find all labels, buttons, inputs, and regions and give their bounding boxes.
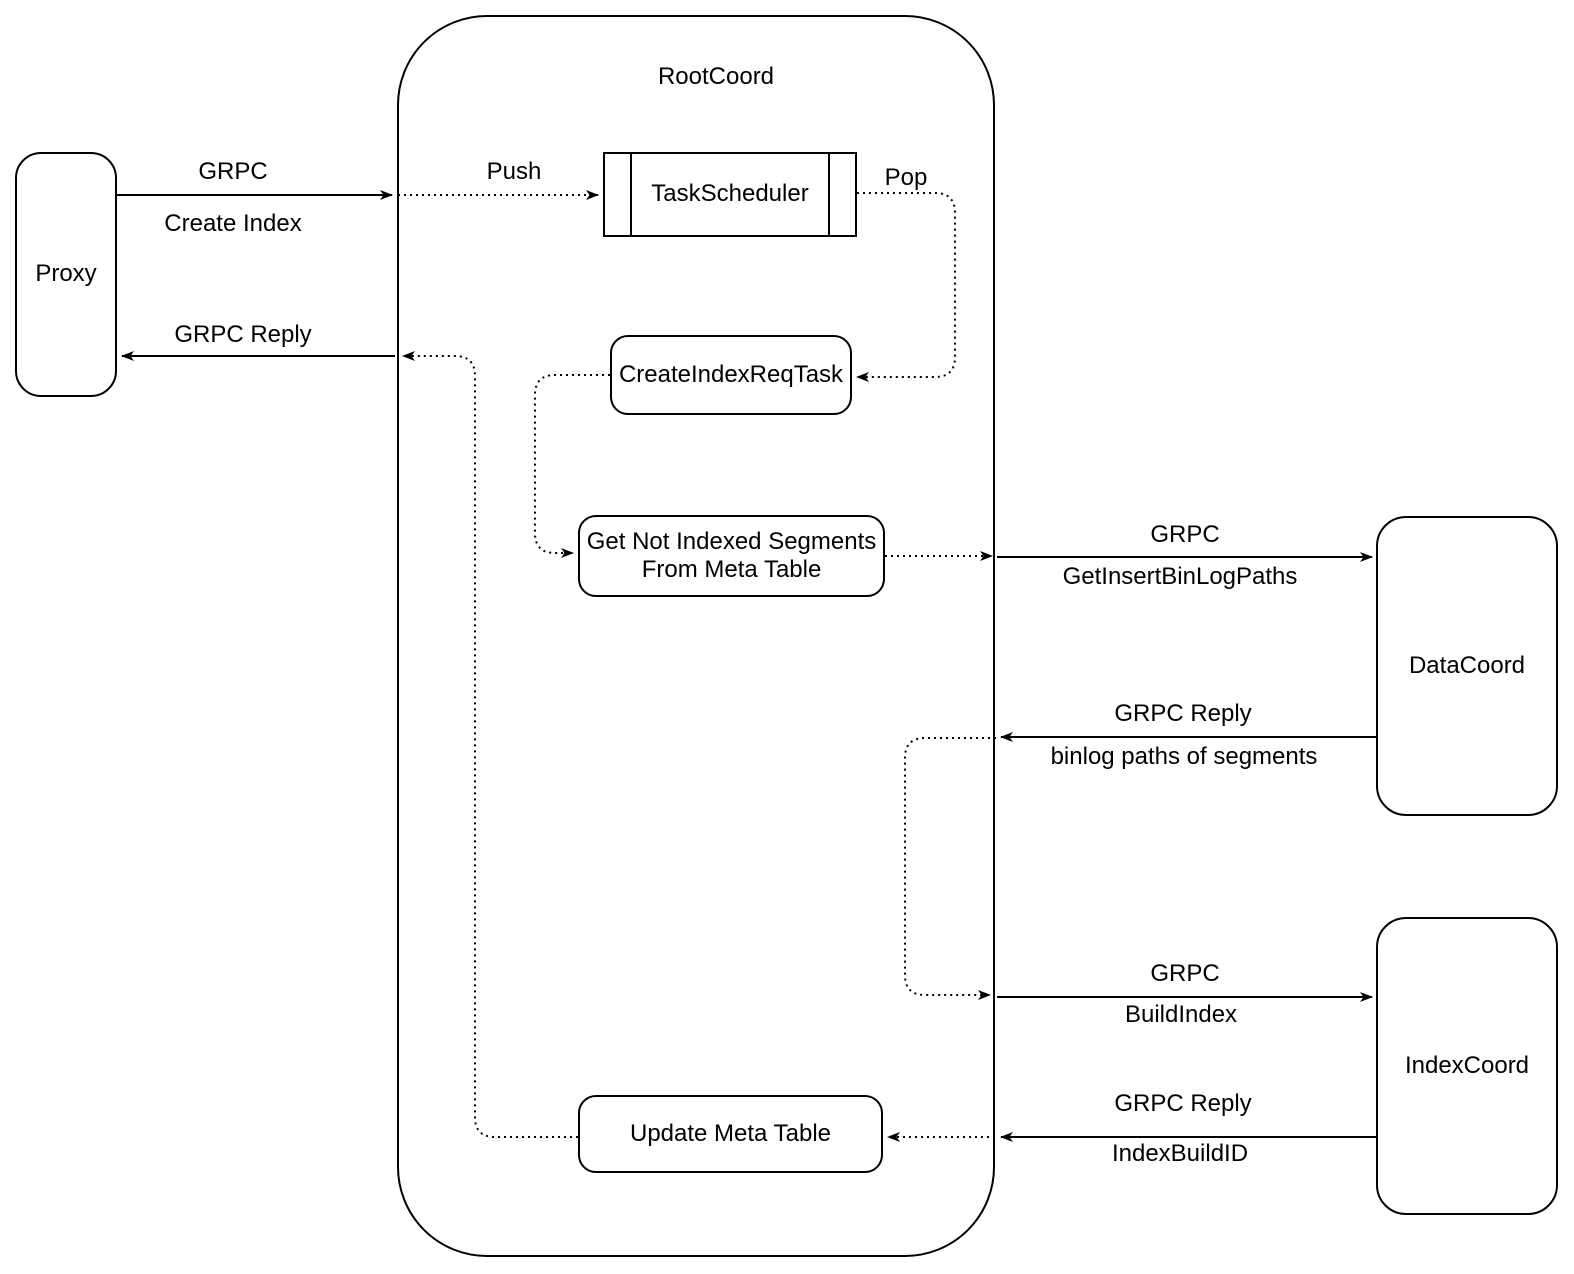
indexcoord-node: IndexCoord (1376, 917, 1558, 1215)
datacoord-node: DataCoord (1376, 516, 1558, 816)
label-grpc-reply-binlog-1: GRPC Reply (1114, 700, 1252, 728)
rootcoord-container (397, 15, 995, 1257)
label-grpc-reply-index-build-1: GRPC Reply (1114, 1090, 1252, 1118)
task-scheduler-node: TaskScheduler (603, 152, 857, 237)
label-grpc-create-index-2: Create Index (164, 210, 302, 238)
label-push: Push (486, 158, 542, 186)
edge-pop (856, 192, 956, 382)
label-grpc-get-insert-binlog-2: GetInsertBinLogPaths (1062, 563, 1298, 591)
create-index-req-task-label: CreateIndexReqTask (618, 360, 844, 388)
label-grpc-reply-index-build-2: IndexBuildID (1111, 1140, 1249, 1168)
label-grpc-create-index-1: GRPC (198, 158, 268, 186)
edge-update-meta-to-border (402, 351, 578, 1138)
label-pop: Pop (884, 164, 928, 192)
process-bar-left-icon (630, 154, 632, 235)
rootcoord-title: RootCoord (657, 63, 775, 91)
proxy-label: Proxy (35, 260, 97, 288)
proxy-node: Proxy (15, 152, 117, 397)
get-not-indexed-line1: Get Not Indexed Segments (586, 527, 877, 555)
label-grpc-reply-binlog-2: binlog paths of segments (1050, 743, 1318, 771)
create-index-req-task-node: CreateIndexReqTask (610, 335, 852, 415)
process-bar-right-icon (828, 154, 830, 235)
edge-binlog-loop (904, 737, 996, 1000)
label-grpc-build-index-1: GRPC (1150, 960, 1220, 988)
update-meta-table-node: Update Meta Table (578, 1095, 883, 1173)
datacoord-label: DataCoord (1408, 651, 1526, 679)
label-grpc-reply-to-proxy: GRPC Reply (174, 321, 312, 349)
update-meta-table-label: Update Meta Table (629, 1119, 832, 1147)
indexcoord-label: IndexCoord (1404, 1051, 1530, 1079)
edge-to-get-not-indexed (534, 374, 610, 558)
get-not-indexed-line2: From Meta Table (641, 556, 822, 583)
task-scheduler-label: TaskScheduler (651, 180, 809, 208)
label-grpc-get-insert-binlog-1: GRPC (1150, 521, 1220, 549)
get-not-indexed-segments-node: Get Not Indexed Segments From Meta Table (578, 515, 885, 597)
label-grpc-build-index-2: BuildIndex (1124, 1001, 1238, 1029)
